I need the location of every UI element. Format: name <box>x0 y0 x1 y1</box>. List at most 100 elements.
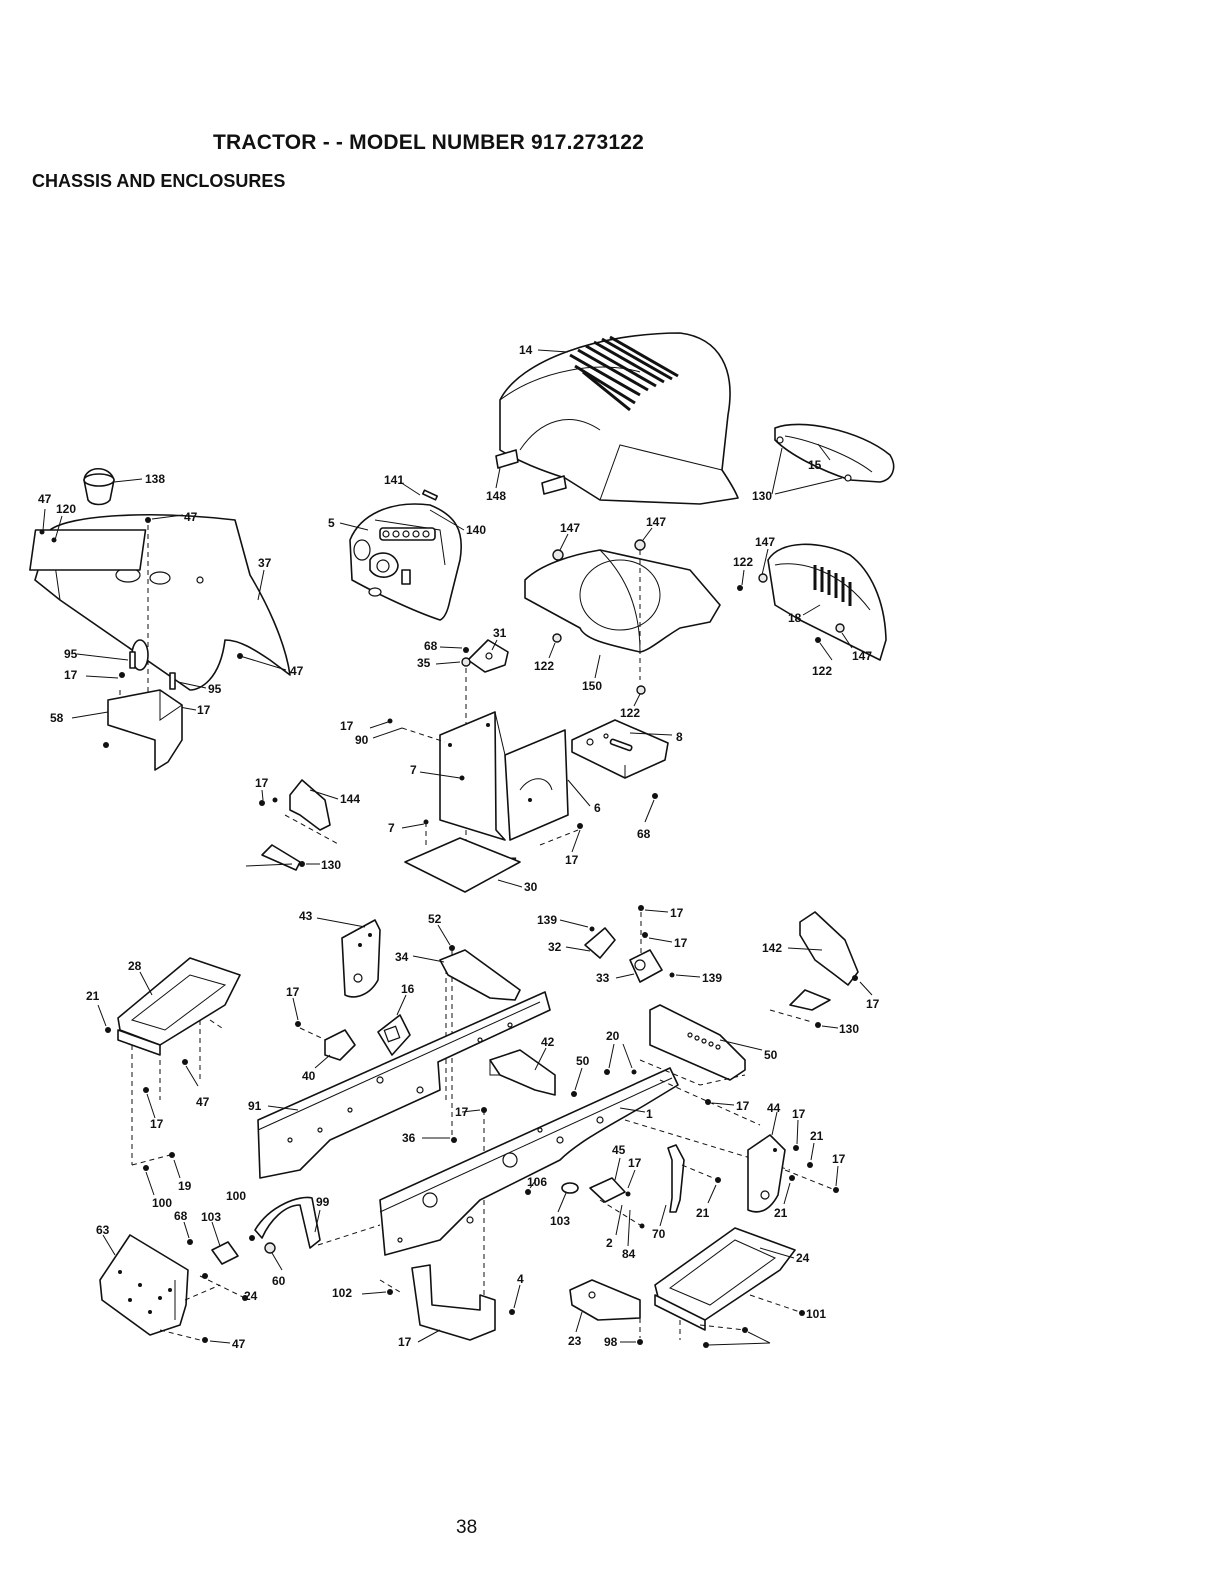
callout-18: 18 <box>788 611 802 625</box>
callout-106: 106 <box>527 1175 547 1189</box>
callout-21d: 21 <box>774 1206 788 1220</box>
callout-122a: 122 <box>733 555 753 569</box>
plate-8-part <box>571 719 669 779</box>
callout-40: 42 <box>541 1035 555 1049</box>
page-number: 38 <box>456 1517 478 1538</box>
callout-6: 6 <box>594 801 601 815</box>
callout-68b: 68 <box>637 827 651 841</box>
callout-36: 36 <box>402 1131 416 1145</box>
seat-support-part <box>439 711 569 841</box>
callout-60: 84 <box>622 1247 636 1261</box>
callout-139a: 139 <box>537 913 557 927</box>
callout-47a: 47 <box>38 492 52 506</box>
callout-14: 14 <box>519 343 533 357</box>
callout-140: 140 <box>466 523 486 537</box>
bracket-58-part <box>103 689 183 771</box>
callout-142: 142 <box>762 941 782 955</box>
callout-50: 50 <box>764 1048 778 1062</box>
callout-42: 20 <box>606 1029 620 1043</box>
callout-32: 32 <box>548 940 562 954</box>
callout-148: 148 <box>486 489 506 503</box>
callout-17b: 17 <box>197 703 211 717</box>
callout-17p: 4 <box>517 1272 524 1286</box>
callout-17d: 17 <box>565 853 579 867</box>
bracket-43-part <box>341 919 381 998</box>
callout-28: 28 <box>128 959 142 973</box>
callout-1: 1 <box>646 1107 653 1121</box>
footrest-right-part <box>654 1227 796 1331</box>
callout-7a: 7 <box>410 763 417 777</box>
callout-102: 60 <box>272 1274 286 1288</box>
callout-33: 33 <box>596 971 610 985</box>
callout-52: 52 <box>428 912 442 926</box>
bracket-34-part <box>439 949 521 1001</box>
callout-144: 144 <box>340 792 360 806</box>
callout-39: 23 <box>568 1334 582 1348</box>
callout-84: 70 <box>652 1227 666 1241</box>
axle-plate-2-part <box>99 1234 189 1336</box>
callout-23: 101 <box>806 1307 826 1321</box>
callout-17h: 17 <box>866 997 880 1011</box>
callout-122b: 122 <box>812 664 832 678</box>
callout-91: 91 <box>248 1099 262 1113</box>
guard-98-part <box>411 1264 496 1341</box>
callout-4: 24 <box>244 1289 258 1303</box>
callout-101: 102 <box>332 1286 352 1300</box>
callout-95a: 95 <box>64 647 78 661</box>
callout-98: 17 <box>398 1335 412 1349</box>
callout-122c: 122 <box>534 659 554 673</box>
callout-24: 24 <box>796 1251 810 1265</box>
callout-15: 15 <box>808 458 822 472</box>
bracket-44-part <box>747 1134 786 1213</box>
hitch-bracket-part <box>589 1177 631 1203</box>
callout-95b: 95 <box>208 682 222 696</box>
callout-47c: 47 <box>290 664 304 678</box>
callout-44: 44 <box>767 1101 781 1115</box>
fender-part <box>29 513 291 691</box>
callout-5: 5 <box>328 516 335 530</box>
frame-left-rail-part <box>257 991 551 1179</box>
callout-68c: 68 <box>174 1209 188 1223</box>
callout-63: 2 <box>606 1236 613 1250</box>
bracket-84-part <box>667 1144 685 1213</box>
callout-17a: 17 <box>64 668 78 682</box>
callout-17n: 17 <box>832 1152 846 1166</box>
callout-21a: 21 <box>86 989 100 1003</box>
callout-17g: 17 <box>674 936 688 950</box>
callout-43: 43 <box>299 909 313 923</box>
handle-99-part <box>254 1196 321 1249</box>
callout-31: 31 <box>493 626 507 640</box>
section-title: CHASSIS AND ENCLOSURES <box>32 171 286 191</box>
callout-147a: 147 <box>560 521 580 535</box>
bracket-33-part <box>629 949 663 983</box>
callout-7b: 7 <box>388 821 395 835</box>
bracket-56-part <box>324 1029 356 1061</box>
callout-17c: 17 <box>340 719 354 733</box>
bracket-39-part <box>569 1279 641 1321</box>
dash-panel-part <box>349 503 462 621</box>
callout-21c: 21 <box>696 1206 710 1220</box>
bracket-31-part <box>467 639 509 673</box>
callout-17i: 17 <box>286 985 300 999</box>
callout-17o: 17 <box>628 1156 642 1170</box>
callout-35: 35 <box>417 656 431 670</box>
callout-20b: 19 <box>178 1179 192 1193</box>
hood-vents <box>569 335 679 412</box>
callout-139b: 139 <box>702 971 722 985</box>
callout-17e: 17 <box>255 776 269 790</box>
cup-holder-part <box>83 467 115 506</box>
callout-90: 90 <box>355 733 369 747</box>
callout-45: 45 <box>612 1143 626 1157</box>
callout-19: 100 <box>152 1196 172 1210</box>
callout-150: 150 <box>582 679 602 693</box>
callout-130c: 130 <box>839 1022 859 1036</box>
callout-56: 40 <box>302 1069 316 1083</box>
callout-16: 16 <box>401 982 415 996</box>
callout-37: 37 <box>258 556 272 570</box>
hood-part <box>495 332 739 505</box>
footrest-left-part <box>117 957 241 1056</box>
callout-17j: 17 <box>455 1105 469 1119</box>
callout-20a: 50 <box>576 1054 590 1068</box>
